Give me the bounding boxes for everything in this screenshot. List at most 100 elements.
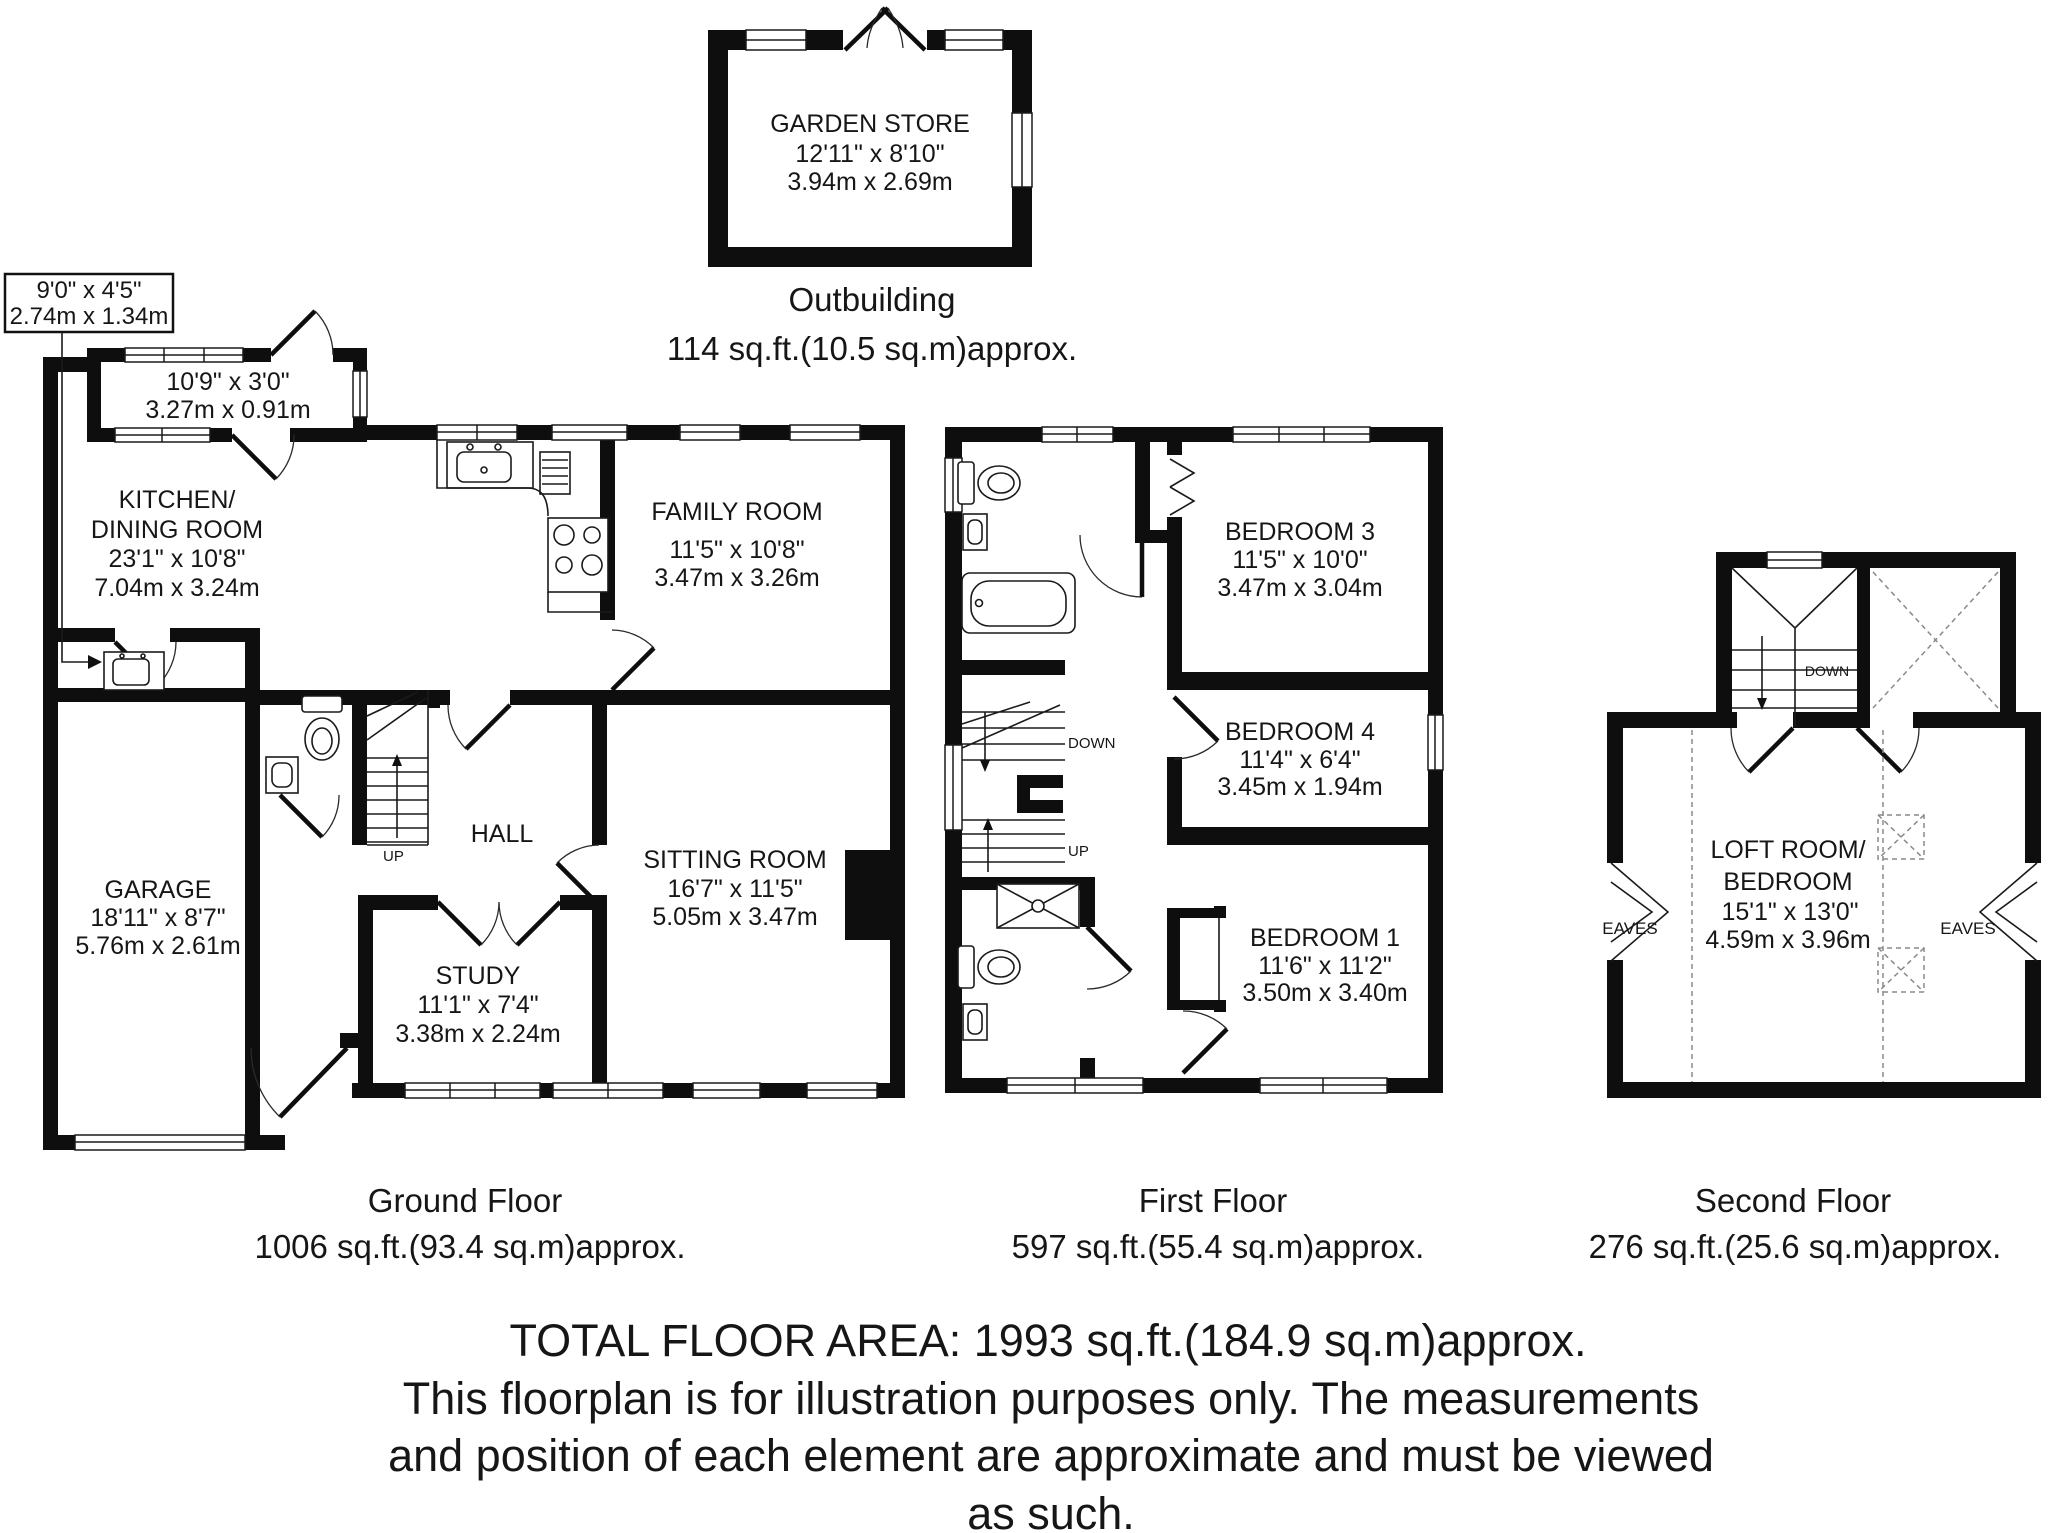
utility-sink-tap-left (119, 653, 125, 659)
eaves-chevron-right (1978, 862, 2038, 962)
second-floor-windows (1766, 551, 1823, 569)
disclaimer-line-1: This floorplan is for illustration purpo… (403, 1373, 1699, 1424)
study-size-m: 3.38m x 2.24m (395, 1020, 560, 1048)
wc-toilet-cistern (301, 695, 343, 713)
loft-label-1: LOFT ROOM/ (1710, 836, 1865, 864)
outbuilding-door-arcs (866, 7, 904, 49)
garage-size-m: 5.76m x 2.61m (75, 932, 240, 960)
ground-floor-door-arcs (157, 310, 655, 1118)
ground-floor-area: 1006 sq.ft.(93.4 sq.m)approx. (254, 1228, 685, 1265)
bedroom1-size-ft: 11'6" x 11'2" (1258, 952, 1391, 980)
shower-room-basin-inner (967, 1009, 983, 1035)
first-floor-stairs-down-arrowhead (980, 760, 990, 772)
bathtub-tap (974, 598, 984, 608)
loft-headheight-lines (1691, 730, 1884, 1082)
kitchen-size-ft: 23'1" x 10'8" (108, 545, 245, 573)
study-label: STUDY (436, 962, 521, 990)
garden-store-size-m: 3.94m x 2.69m (787, 168, 952, 196)
bathroom-toilet-bowl-inner (987, 472, 1015, 494)
outbuilding-door-leaves (843, 6, 927, 52)
stove-burner-1 (553, 524, 575, 546)
total-floor-area: TOTAL FLOOR AREA: 1993 sq.ft.(184.9 sq.m… (509, 1315, 1586, 1366)
loft-size-m: 4.59m x 3.96m (1705, 926, 1870, 954)
footer-text: TOTAL FLOOR AREA: 1993 sq.ft.(184.9 sq.m… (388, 1315, 1714, 1533)
kitchen-size-m: 7.04m x 3.24m (94, 574, 259, 602)
kitchen-sink-drain (480, 466, 488, 474)
bedroom3-label: BEDROOM 3 (1225, 518, 1375, 546)
outbuilding-title: Outbuilding (789, 281, 956, 318)
second-floor-door-arcs (1730, 727, 1920, 773)
kitchen-tap-right (494, 443, 502, 451)
stove-burner-4 (581, 554, 603, 576)
ground-floor-title: Ground Floor (368, 1182, 562, 1219)
loft-label-2: BEDROOM (1723, 868, 1852, 896)
bedroom4-size-m: 3.45m x 1.94m (1217, 773, 1382, 801)
eaves-chevron-left (1610, 862, 1670, 962)
utility-sink-tap-right (140, 653, 146, 659)
callout-leader-arrowhead (88, 655, 102, 669)
disclaimer-line-2: and position of each element are approxi… (388, 1430, 1714, 1481)
first-floor-windows (944, 426, 1444, 1094)
family-room-size-m: 3.47m x 3.26m (654, 564, 819, 592)
outbuilding-windows (745, 29, 1033, 188)
first-floor-door-leaves (1085, 535, 1229, 1075)
sitting-room-size-m: 5.05m x 3.47m (652, 903, 817, 931)
family-room-label: FAMILY ROOM (651, 498, 822, 526)
ground-floor-stairs-arrowhead (392, 754, 402, 766)
bedroom3-size-m: 3.47m x 3.04m (1217, 574, 1382, 602)
first-floor-up-label: UP (1068, 843, 1089, 860)
outbuilding-plan: GARDEN STORE 12'11" x 8'10" 3.94m x 2.69… (667, 6, 1077, 367)
ground-floor-stairs (366, 690, 429, 846)
second-floor-down-label: DOWN (1805, 663, 1849, 679)
first-floor-area: 597 sq.ft.(55.4 sq.m)approx. (1012, 1228, 1425, 1265)
first-floor-stairs (961, 701, 1065, 872)
eaves-right-label: EAVES (1940, 919, 1995, 938)
callout-size-ft: 9'0" x 4'5" (37, 277, 142, 304)
shower-room-toilet-cistern (957, 945, 975, 989)
bedroom3-size-ft: 11'5" x 10'0" (1232, 546, 1367, 574)
kitchen-drainer (539, 451, 571, 495)
bedroom4-size-ft: 11'4" x 6'4" (1239, 746, 1360, 774)
study-size-ft: 11'1" x 7'4" (417, 991, 538, 1019)
first-floor-stairs-up-arrowhead (983, 818, 993, 830)
kitchen-label-1: KITCHEN/ (119, 486, 236, 514)
garden-store-label: GARDEN STORE (770, 110, 970, 138)
bedroom1-size-m: 3.50m x 3.40m (1242, 979, 1407, 1007)
callout-leader-line (61, 332, 88, 663)
bathroom-bathtub-inner (970, 580, 1067, 627)
stove-burner-3 (555, 556, 573, 574)
sitting-room-size-ft: 16'7" x 11'5" (667, 875, 802, 903)
second-floor-area: 276 sq.ft.(25.6 sq.m)approx. (1589, 1228, 2002, 1265)
bedroom1-label: BEDROOM 1 (1250, 924, 1400, 952)
first-floor-door-arcs (1079, 534, 1228, 1030)
second-floor-walls (1607, 552, 2041, 1098)
kitchen-tap-left (466, 443, 474, 451)
porch-size-m: 3.27m x 0.91m (145, 396, 310, 424)
kitchen-drainer-slats (542, 459, 568, 485)
bathroom-toilet-cistern (957, 461, 975, 505)
sitting-room-label: SITTING ROOM (643, 846, 826, 874)
callout-box (3, 272, 175, 334)
callout-size-m: 2.74m x 1.34m (10, 303, 169, 330)
wc-basin-inner (271, 762, 293, 788)
outbuilding-area: 114 sq.ft.(10.5 sq.m)approx. (667, 330, 1077, 367)
bathroom-basin-inner (967, 519, 983, 545)
garden-store-size-ft: 12'11" x 8'10" (795, 140, 944, 168)
disclaimer-line-3: as such. (967, 1488, 1135, 1533)
loft-size-ft: 15'1" x 13'0" (1721, 898, 1858, 926)
second-floor-title: Second Floor (1695, 1182, 1891, 1219)
first-floor-plan: BEDROOM 3 11'5" x 10'0" 3.47m x 3.04m BE… (944, 426, 1444, 1265)
second-floor-stairs (1731, 567, 1858, 727)
second-floor-door-leaves (1747, 726, 1903, 774)
garage-size-ft: 18'11" x 8'7" (90, 904, 225, 932)
shower-room-toilet-bowl-inner (987, 956, 1015, 978)
utility-sink-bowl (112, 658, 150, 686)
ground-floor-windows (74, 347, 878, 1151)
garage-label: GARAGE (105, 876, 212, 904)
second-floor-stairs-arrowhead (1757, 698, 1767, 710)
kitchen-label-2: DINING ROOM (91, 516, 263, 544)
stove-burner-2 (583, 526, 601, 544)
first-floor-title: First Floor (1139, 1182, 1288, 1219)
bedroom3-door-chevrons (1169, 458, 1220, 1000)
bedroom4-label: BEDROOM 4 (1225, 718, 1375, 746)
